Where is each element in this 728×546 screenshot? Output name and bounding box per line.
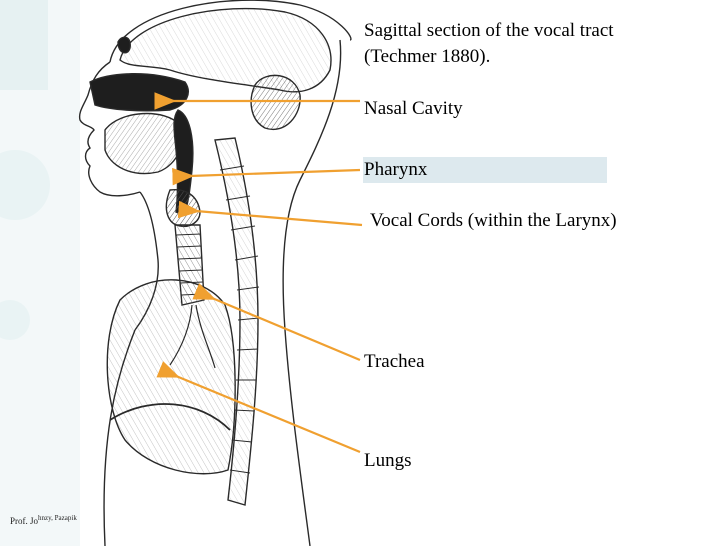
skull-outline: [109, 0, 352, 63]
trachea-arrow: [192, 283, 361, 362]
vocal-cords-arrow: [177, 200, 363, 227]
spine: [214, 137, 259, 506]
lungs: [106, 279, 236, 475]
label-vocal-cords: Vocal Cords (within the Larynx): [370, 210, 617, 231]
diaphragm: [109, 403, 231, 431]
frontal-sinus: [117, 36, 131, 54]
tongue: [104, 112, 184, 175]
slide-background-panel: [0, 0, 80, 546]
pharynx-arrow: [172, 167, 361, 186]
nasal-cavity: [89, 73, 189, 112]
label-lungs: Lungs: [364, 450, 412, 471]
cerebellum: [250, 74, 301, 131]
diagram-title: Sagittal section of the vocal tract (Tec…: [364, 20, 614, 67]
pharynx-label-highlight: [363, 157, 607, 183]
label-nasal-cavity: Nasal Cavity: [364, 98, 463, 119]
slide-accent-stripe: [0, 0, 48, 90]
label-pharynx: Pharynx: [364, 159, 428, 180]
anatomy-drawing: [78, 0, 352, 546]
abdomen-outline: [103, 329, 136, 546]
credit-text: Prof. Jo: [10, 516, 39, 526]
brain: [119, 7, 332, 93]
bronchi: [169, 304, 216, 369]
back-outline: [282, 39, 342, 546]
pointer-arrows: [154, 92, 363, 454]
face-profile: [78, 61, 141, 197]
larynx: [165, 188, 201, 228]
lungs-arrow: [156, 361, 361, 454]
credit-superscript: hnzy, Pazapik: [38, 514, 77, 522]
label-trachea: Trachea: [364, 351, 425, 372]
author-credit: Prof. Johnzy, Pazapik: [10, 514, 77, 526]
